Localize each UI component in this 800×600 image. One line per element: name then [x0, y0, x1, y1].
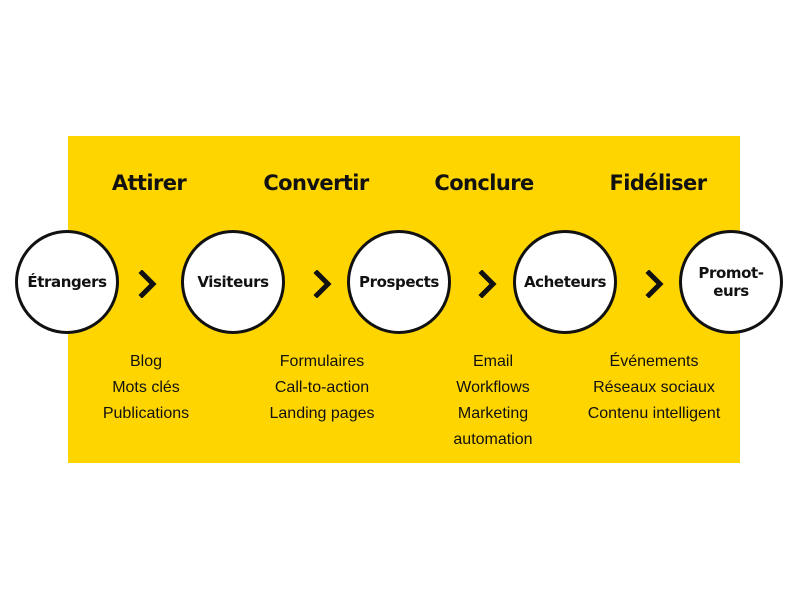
tactics-list-conclure: Email Workflows Marketing automation [403, 349, 583, 453]
list-item: Réseaux sociaux [593, 379, 715, 396]
chevron-right-icon [645, 270, 664, 298]
tactics-list-attirer: Blog Mots clés Publications [56, 349, 236, 427]
stage-label: Acheteurs [523, 273, 607, 291]
list-item: Workflows [456, 379, 530, 396]
list-item: Call-to-action [274, 379, 370, 396]
tactics-list-convertir: Formulaires Call-to-action Landing pages [232, 349, 412, 427]
chevron-right-icon [313, 270, 332, 298]
phase-title-conclure: Conclure [434, 171, 534, 195]
chevron-right-icon [478, 270, 497, 298]
list-item: Email [472, 353, 513, 370]
list-item: Mots clés [112, 379, 180, 396]
stage-label: Étrangers [27, 273, 107, 291]
list-item: Landing pages [269, 405, 375, 422]
stage-label: Promot- eurs [698, 264, 764, 300]
stage-label-line2: eurs [713, 282, 749, 300]
list-item: Contenu intelligent [587, 405, 721, 422]
list-item: Formulaires [279, 353, 365, 370]
phase-title-fideliser: Fidéliser [609, 171, 708, 195]
stage-node-promoteurs: Promot- eurs [679, 230, 783, 334]
stage-node-visiteurs: Visiteurs [181, 230, 285, 334]
list-item: Blog [129, 353, 163, 370]
stage-label: Prospects [359, 273, 439, 291]
stage-label: Visiteurs [197, 273, 269, 291]
stage-node-prospects: Prospects [347, 230, 451, 334]
phase-title-attirer: Attirer [111, 171, 187, 195]
list-item: Publications [102, 405, 190, 422]
list-item: Marketing [457, 405, 529, 422]
list-item: Événements [609, 353, 699, 370]
stage-node-etrangers: Étrangers [15, 230, 119, 334]
tactics-list-fideliser: Événements Réseaux sociaux Contenu intel… [564, 349, 744, 427]
stage-label-line1: Promot- [698, 264, 764, 282]
phase-title-convertir: Convertir [263, 171, 369, 195]
chevron-right-icon [138, 270, 157, 298]
stage-node-acheteurs: Acheteurs [513, 230, 617, 334]
list-item: automation [453, 431, 533, 448]
